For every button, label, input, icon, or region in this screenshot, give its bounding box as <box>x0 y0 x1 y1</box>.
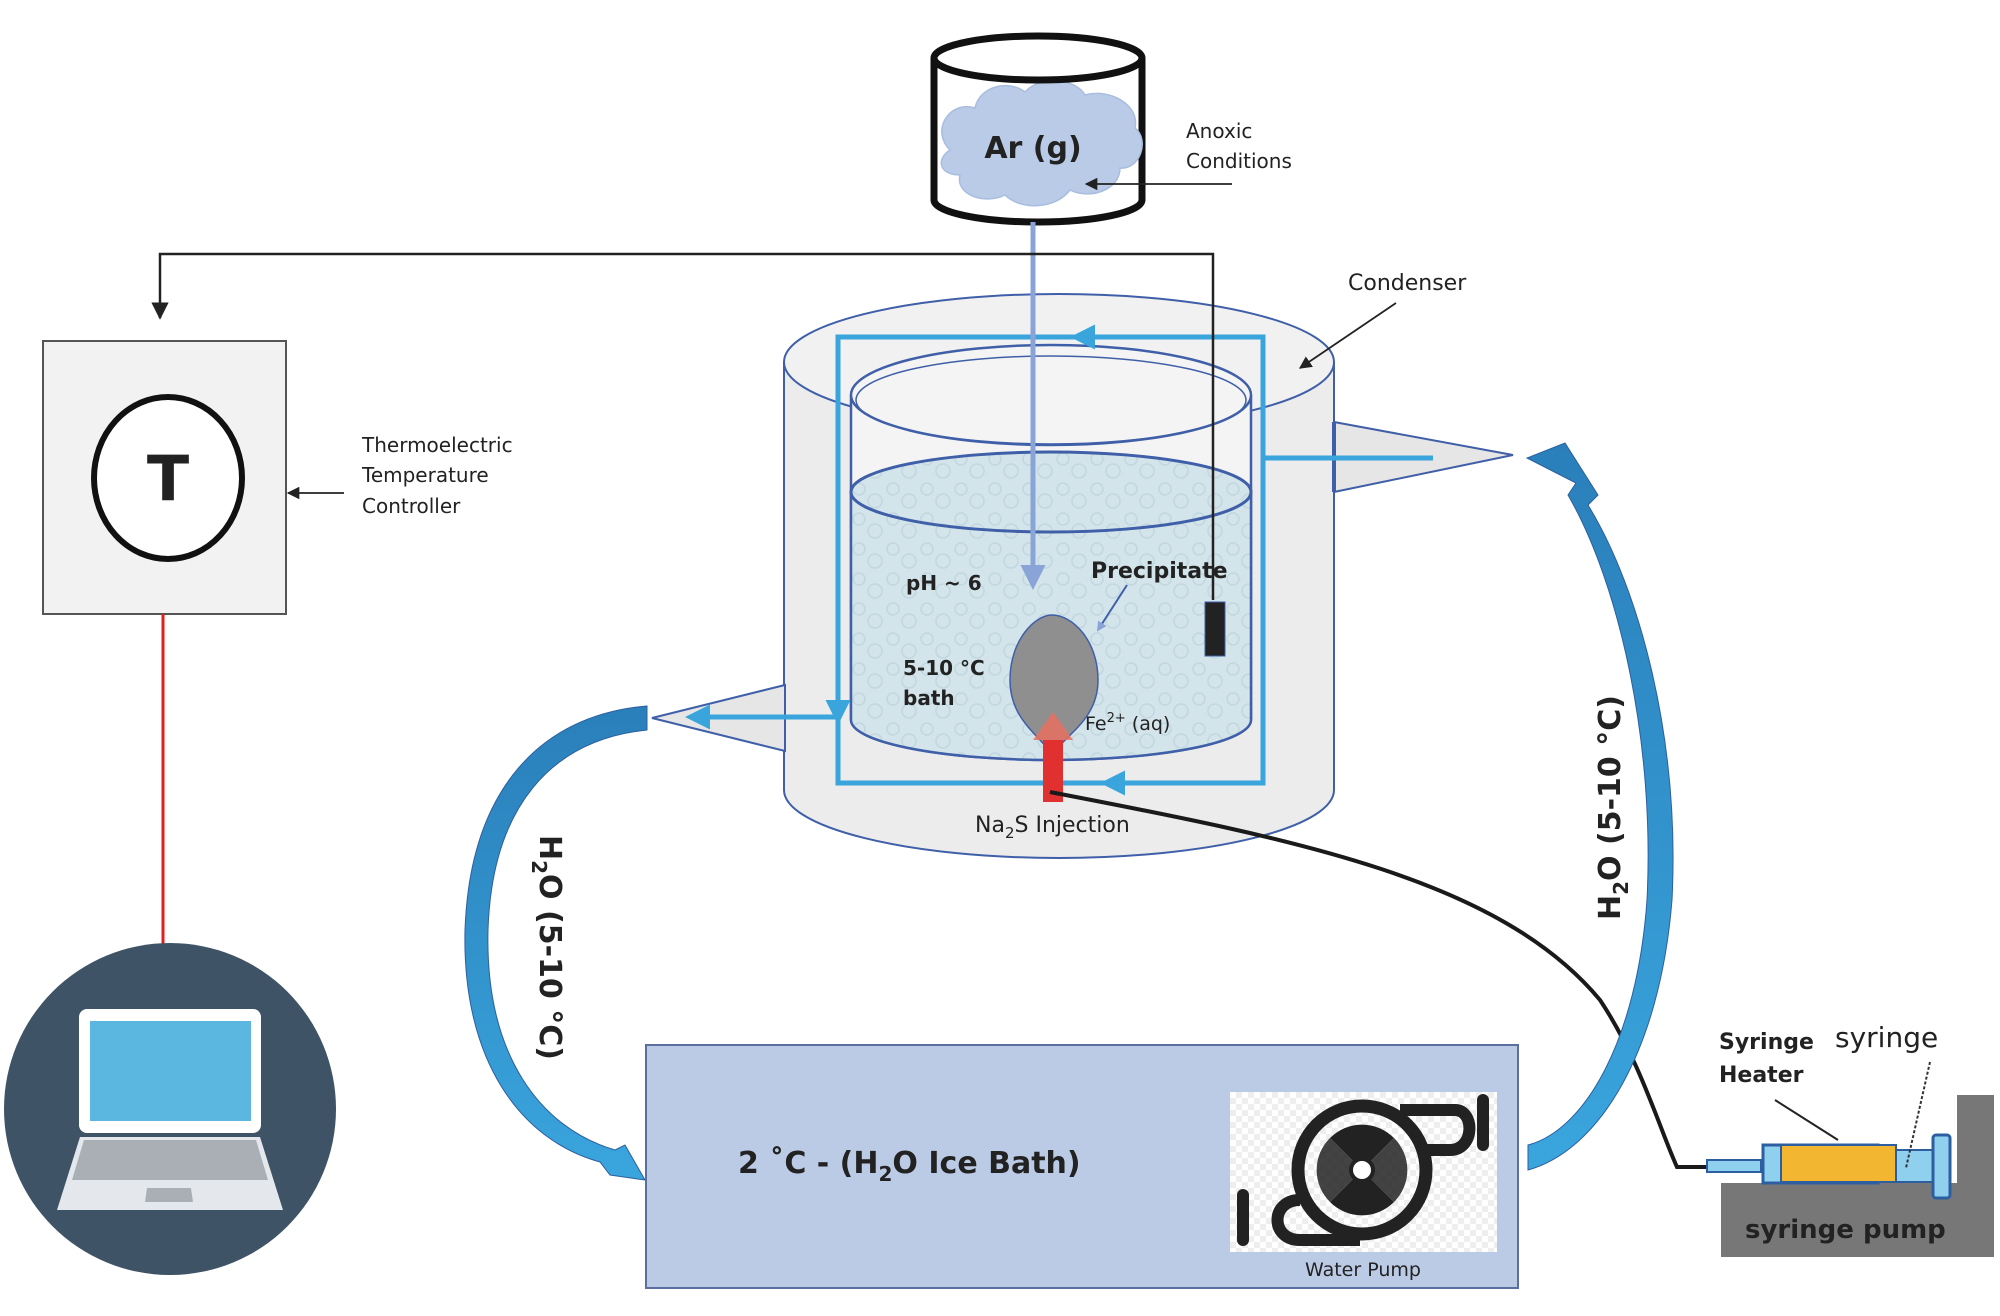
gas-cloud-icon <box>940 79 1143 207</box>
iron-ion-label: Fe2+ (aq) <box>1085 711 1170 735</box>
right-flow-arrow <box>1525 442 1674 1171</box>
right-flow-label: H2O (5-10 °C) <box>1593 695 1633 920</box>
controller-label-line3: Controller <box>362 494 461 518</box>
laptop-icon <box>4 943 336 1275</box>
temperature-controller: T <box>42 340 287 615</box>
ph-label: pH ~ 6 <box>906 571 982 595</box>
syringe-label: syringe <box>1835 1021 1938 1054</box>
bath-temp-label-line2: bath <box>903 686 955 710</box>
precipitate-pointer-arrow <box>1096 584 1128 632</box>
precipitate-droplet <box>1009 614 1099 757</box>
controller-symbol: T <box>147 442 189 515</box>
sodium-sulfide-injector <box>1033 712 1073 802</box>
condenser-label: Condenser <box>1348 271 1467 296</box>
anoxic-label-line2: Conditions <box>1186 149 1292 173</box>
argon-gas-source: Ar (g) <box>930 32 1146 226</box>
syringe-heater-label-line1: Syringe <box>1719 1030 1814 1055</box>
heater-pointer-line <box>1774 1099 1839 1141</box>
water-pump-icon <box>1237 1094 1489 1246</box>
injection-label: Na2S Injection <box>975 813 1130 842</box>
argon-label: Ar (g) <box>984 131 1081 166</box>
syringe-heater-label-line2: Heater <box>1719 1063 1804 1088</box>
syringe-pointer-line <box>1905 1061 1931 1169</box>
controller-label-line1: Thermoelectric <box>361 433 513 457</box>
syringe-heater <box>1780 1144 1897 1183</box>
anoxic-label-line1: Anoxic <box>1186 119 1252 143</box>
precipitate-label: Precipitate <box>1091 559 1228 584</box>
left-flow-label: H2O (5-10 °C) <box>527 835 567 1060</box>
syringe-pump-label: syringe pump <box>1745 1215 1946 1245</box>
syringe-pump: syringe pump <box>1706 1095 1994 1257</box>
injection-tube <box>1049 790 1720 1169</box>
water-pump-label: Water Pump <box>1305 1259 1421 1281</box>
reaction-vessel <box>849 343 1253 762</box>
controller-label-line2: Temperature <box>361 463 489 487</box>
temperature-probe-wire <box>151 252 1215 600</box>
coolant-loop <box>685 324 1433 796</box>
water-pump: Water Pump <box>1230 1092 1497 1281</box>
bath-temp-label-line1: 5-10 °C <box>903 656 985 680</box>
ice-bath-label: 2 ˚C - (H2O Ice Bath) <box>738 1145 1081 1186</box>
condenser-pointer-arrow <box>1298 302 1397 369</box>
temperature-probe <box>1204 601 1226 657</box>
